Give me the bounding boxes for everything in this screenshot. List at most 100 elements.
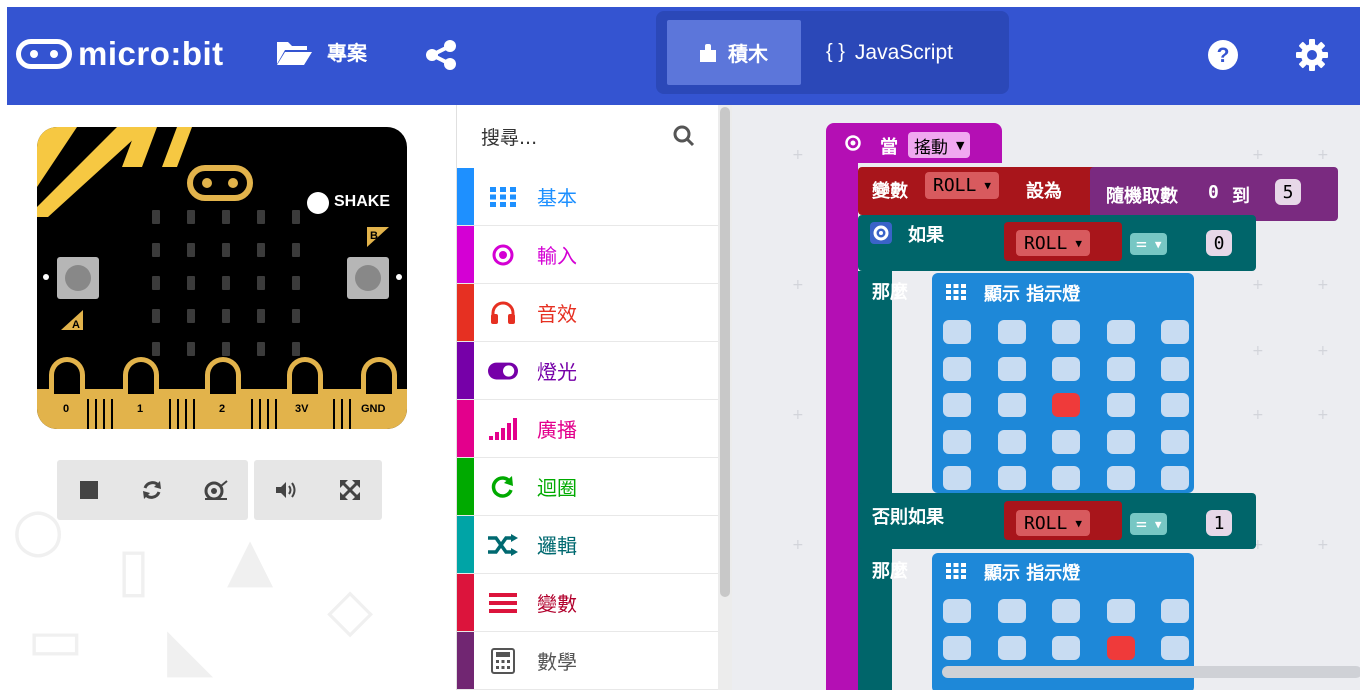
- led-cell[interactable]: [943, 466, 971, 490]
- led-cell[interactable]: [943, 599, 971, 623]
- workspace-scrollbar[interactable]: [942, 666, 1360, 678]
- gear-icon[interactable]: [870, 222, 892, 244]
- background-decoration: ▲: [227, 525, 274, 595]
- led-cell[interactable]: [997, 320, 1026, 344]
- variable-dropdown[interactable]: ROLL ▼: [925, 172, 999, 199]
- led-cell[interactable]: [1161, 393, 1189, 417]
- random-to-label: 到: [1232, 186, 1250, 207]
- led-cell-on[interactable]: [1052, 393, 1080, 417]
- restart-icon: [143, 481, 162, 499]
- led-cell[interactable]: [1052, 356, 1080, 381]
- blocks-workspace[interactable]: + + + + + + + + + + + + + + 當 搖動 ▼ 變數 RO…: [732, 105, 1360, 690]
- sound-button[interactable]: [271, 475, 301, 505]
- tab-javascript[interactable]: { } JavaScript: [826, 20, 953, 85]
- led-cell[interactable]: [943, 320, 971, 344]
- shake-icon[interactable]: [307, 192, 329, 214]
- grid-mark: +: [1317, 277, 1329, 293]
- random-to-value: 5: [1282, 181, 1294, 203]
- category-label: 燈光: [537, 360, 577, 384]
- led-cell[interactable]: [1052, 599, 1080, 623]
- compare-variable-dropdown[interactable]: ROLL ▼: [1016, 510, 1090, 536]
- led-cell[interactable]: [1106, 466, 1135, 490]
- help-button[interactable]: ?: [1207, 39, 1239, 75]
- projects-button[interactable]: 專案: [275, 37, 367, 66]
- button-a[interactable]: [57, 257, 99, 299]
- else-if-label: 否則如果: [872, 507, 944, 528]
- led-cell[interactable]: [997, 356, 1026, 381]
- pin-0[interactable]: [49, 357, 85, 399]
- toolbox: 搜尋... 基本 輸入: [456, 105, 719, 690]
- category-math[interactable]: 數學: [457, 632, 719, 690]
- pin-gnd[interactable]: [361, 357, 397, 399]
- category-radio[interactable]: 廣播: [457, 400, 719, 458]
- share-button[interactable]: [425, 39, 457, 75]
- button-b[interactable]: [347, 257, 389, 299]
- led-cell[interactable]: [1106, 393, 1135, 417]
- tab-blocks[interactable]: 積木: [667, 20, 801, 85]
- compare-value-input[interactable]: 0: [1206, 230, 1232, 256]
- toolbox-scrollbar[interactable]: [718, 105, 732, 690]
- pin-3v[interactable]: [287, 357, 323, 399]
- led-cell[interactable]: [1161, 466, 1189, 490]
- led-cell[interactable]: [1106, 429, 1135, 454]
- led-cell[interactable]: [943, 429, 971, 454]
- gesture-value: 搖動: [914, 137, 948, 158]
- category-basic[interactable]: 基本: [457, 168, 719, 226]
- search-input[interactable]: 搜尋...: [481, 126, 538, 149]
- microbit-logo[interactable]: micro:bit: [16, 35, 224, 73]
- slow-motion-button[interactable]: [201, 475, 231, 505]
- led-cell[interactable]: [1052, 429, 1080, 454]
- restart-button[interactable]: [137, 475, 167, 505]
- board-hole: [43, 274, 49, 280]
- operator-dropdown[interactable]: = ▼: [1130, 513, 1168, 535]
- pin-1[interactable]: [123, 357, 159, 399]
- toolbox-search[interactable]: 搜尋...: [457, 105, 719, 167]
- led-cell[interactable]: [1106, 320, 1135, 344]
- search-icon[interactable]: [673, 125, 695, 147]
- pin-2[interactable]: [205, 357, 241, 399]
- led-cell[interactable]: [997, 393, 1026, 417]
- operator-dropdown[interactable]: = ▼: [1130, 233, 1168, 255]
- led-cell[interactable]: [997, 599, 1026, 623]
- led-cell[interactable]: [997, 466, 1026, 490]
- category-music[interactable]: 音效: [457, 284, 719, 342]
- category-label: 邏輯: [537, 534, 577, 558]
- gesture-dropdown[interactable]: 搖動 ▼: [908, 132, 971, 158]
- toolbox-scrollbar-thumb[interactable]: [720, 107, 730, 597]
- settings-button[interactable]: [1295, 38, 1329, 76]
- category-logic[interactable]: 邏輯: [457, 516, 719, 574]
- random-from[interactable]: 0: [1208, 182, 1219, 203]
- led-cell[interactable]: [1106, 599, 1135, 623]
- microbit-logo-icon: [187, 165, 253, 201]
- led-cell[interactable]: [1052, 466, 1080, 490]
- fullscreen-icon: [340, 480, 360, 500]
- led-cell[interactable]: [1106, 356, 1135, 381]
- compare-variable-dropdown[interactable]: ROLL ▼: [1016, 230, 1090, 256]
- category-loops[interactable]: 迴圈: [457, 458, 719, 516]
- led-cell[interactable]: [1161, 429, 1189, 454]
- fullscreen-button[interactable]: [335, 475, 365, 505]
- led-cell[interactable]: [1161, 320, 1189, 344]
- show-leds-block[interactable]: [932, 273, 1194, 493]
- led-cell[interactable]: [943, 635, 971, 660]
- led-cell[interactable]: [997, 429, 1026, 454]
- led-cell[interactable]: [1161, 599, 1189, 623]
- compare-value-input[interactable]: 1: [1206, 510, 1232, 536]
- led-cell[interactable]: [943, 356, 971, 381]
- random-to-input[interactable]: 5: [1275, 179, 1301, 205]
- show-leds-label: 顯示 指示燈: [984, 563, 1081, 584]
- led-cell[interactable]: [1161, 356, 1189, 381]
- led-cell[interactable]: [1052, 320, 1080, 344]
- led-cell-on[interactable]: [1106, 635, 1135, 660]
- category-led[interactable]: 燈光: [457, 342, 719, 400]
- led-cell[interactable]: [1052, 635, 1080, 660]
- category-input[interactable]: 輸入: [457, 226, 719, 284]
- on-event-label: 當: [880, 137, 898, 158]
- category-variables[interactable]: 變數: [457, 574, 719, 632]
- stop-button[interactable]: [74, 475, 104, 505]
- grid-mark: +: [1317, 407, 1329, 423]
- led-cell[interactable]: [943, 393, 971, 417]
- led-cell[interactable]: [997, 635, 1026, 660]
- edge-tick: [103, 399, 105, 429]
- led-cell[interactable]: [1161, 635, 1189, 660]
